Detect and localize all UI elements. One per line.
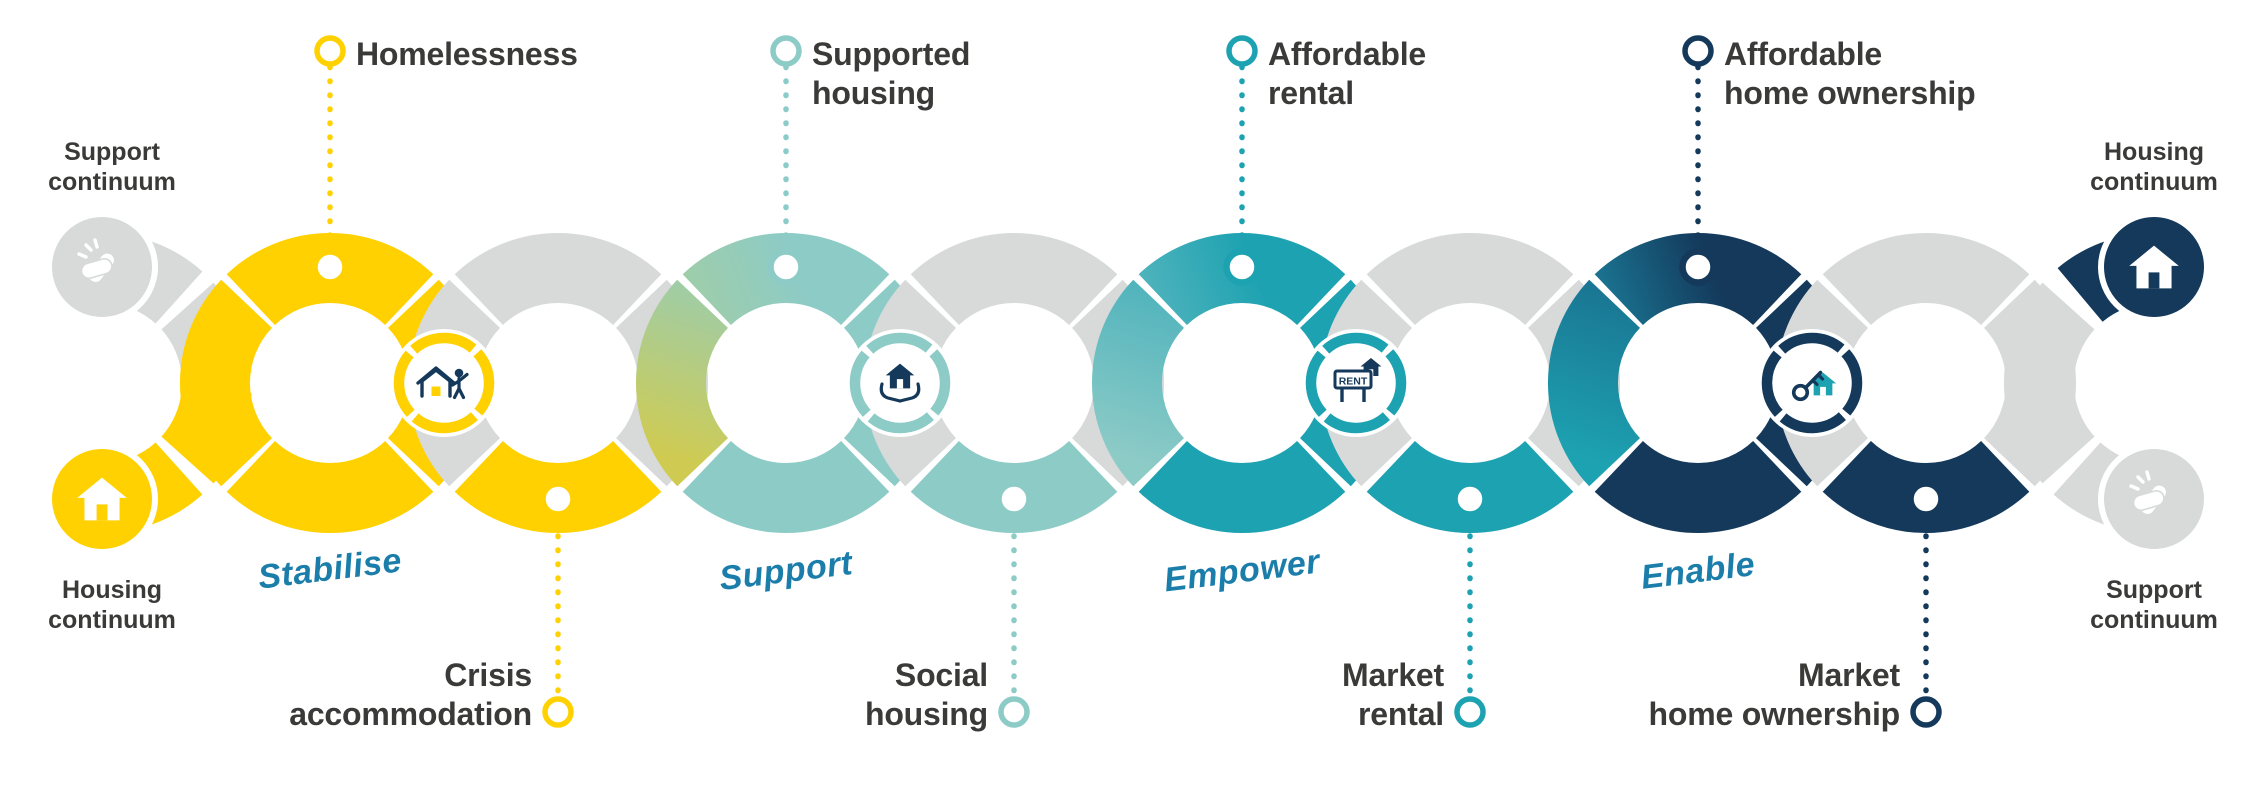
- house-person-icon: [416, 366, 469, 400]
- callout-market-home-ownership: Market home ownership: [1648, 657, 1901, 732]
- callout-market-rental: Market rental: [1342, 657, 1444, 732]
- callout-marker-market-rental: [1454, 696, 1486, 728]
- badge-house-person-icon: [390, 329, 498, 437]
- callout-marker-affordable-rental: [1226, 35, 1258, 67]
- key-house-icon: [1791, 370, 1837, 402]
- end-label-housing-continuum-right: Housing continuum: [2090, 138, 2218, 196]
- house-icon: [2129, 245, 2179, 289]
- callout-social-housing: Social housing: [864, 657, 988, 732]
- callout-affordable-rental: Affordable rental: [1268, 36, 1427, 111]
- ring-marker-social-housing: [995, 480, 1033, 518]
- callout-affordable-home-ownership: Affordable home ownership: [1724, 36, 1976, 111]
- rent-sign-icon: RENT: [1333, 357, 1382, 402]
- ring-marker-affordable-home-ownership: [1679, 248, 1717, 286]
- callout-marker-affordable-home-ownership: [1682, 35, 1714, 67]
- callout-marker-homelessness: [314, 35, 346, 67]
- house-icon: [77, 477, 127, 521]
- house-icon: [885, 363, 915, 389]
- ring-marker-market-home-ownership: [1907, 480, 1945, 518]
- svg-text:RENT: RENT: [1339, 376, 1368, 388]
- callout-marker-supported-housing: [770, 35, 802, 67]
- callout-marker-market-home-ownership: [1910, 696, 1942, 728]
- clapping-hands-icon: [77, 238, 116, 284]
- badge-rent-sign-icon: RENT: [1302, 329, 1410, 437]
- end-circle-housing-continuum-right: [2098, 211, 2210, 323]
- clapping-hands-icon: [2129, 470, 2168, 516]
- callout-supported-housing: Supported housing: [812, 36, 971, 111]
- callout-homelessness: Homelessness: [356, 36, 578, 72]
- ring-marker-homelessness: [311, 248, 349, 286]
- callout-marker-social-housing: [998, 696, 1030, 728]
- ring-marker-supported-housing: [767, 248, 805, 286]
- ring-marker-crisis-accommodation: [539, 480, 577, 518]
- callout-marker-crisis-accommodation: [542, 696, 574, 728]
- badge-hands-house-icon: [846, 329, 954, 437]
- end-circle-housing-continuum-left: [46, 443, 158, 555]
- end-label-support-continuum-right: Support continuum: [2090, 576, 2218, 634]
- end-label-housing-continuum-left: Housing continuum: [48, 576, 176, 634]
- end-circle-support-continuum-left: [46, 211, 158, 323]
- end-label-support-continuum-left: Support continuum: [48, 138, 176, 196]
- callout-crisis-accommodation: Crisis accommodation: [289, 657, 532, 732]
- ring-marker-market-rental: [1451, 480, 1489, 518]
- hands-house-icon: [879, 363, 921, 403]
- badge-key-house-icon: [1758, 329, 1866, 437]
- end-circle-support-continuum-right: [2098, 443, 2210, 555]
- ring-marker-affordable-rental: [1223, 248, 1261, 286]
